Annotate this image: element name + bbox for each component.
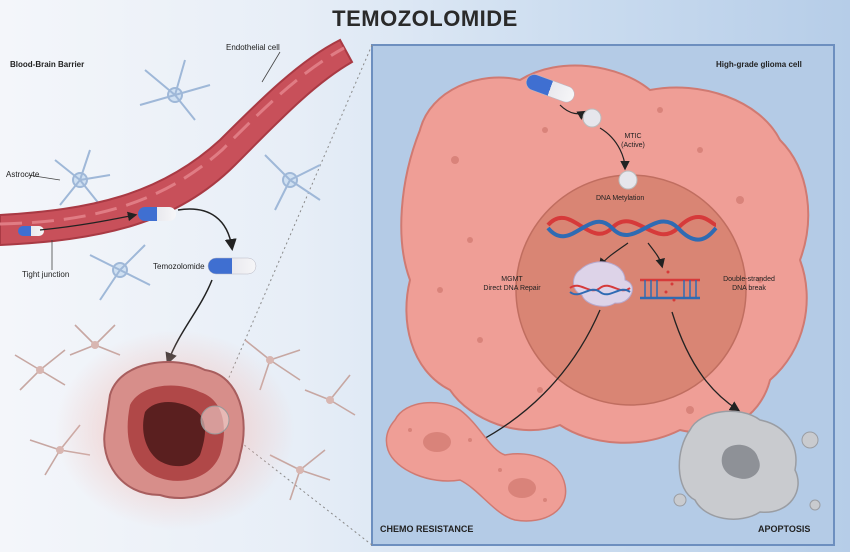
glioma-cell-label: High-grade glioma cell	[716, 60, 802, 69]
dividing-resistant-cells	[385, 401, 567, 522]
apoptosis-label: APOPTOSIS	[758, 524, 811, 534]
tumor-necrosis	[143, 402, 205, 467]
bbb-label: Blood-Brain Barrier	[10, 60, 85, 69]
chemo-resistance-label: CHEMO RESISTANCE	[380, 524, 474, 534]
apoptotic-cell	[673, 410, 821, 520]
temozolomide-capsule	[207, 257, 257, 275]
page-title: TEMOZOLOMIDE	[332, 6, 518, 31]
astrocyte-label: Astrocyte	[6, 170, 40, 179]
dna-break-illustration	[640, 270, 700, 302]
astrocyte-pointer	[27, 174, 61, 181]
capsule-travel-arrow	[39, 211, 138, 231]
capsule-to-mtic-arrow	[559, 104, 588, 120]
resistance-arrow	[475, 309, 601, 444]
mgmt-repair-illustration	[569, 261, 633, 307]
mtic-label: MTIC (Active)	[618, 132, 648, 150]
mgmt-subtitle: Direct DNA Repair	[483, 285, 541, 292]
dna-methylation-label: DNA Metylation	[596, 195, 645, 202]
mtic-active	[618, 170, 638, 190]
capsule-exit-arrow	[177, 208, 237, 251]
zoom-circle	[200, 405, 230, 435]
blood-vessel	[0, 38, 354, 247]
dsb-label: Double-stranded DNA break	[714, 275, 784, 293]
dna-to-break-arrow	[647, 242, 665, 269]
mtic-subtitle: (Active)	[621, 142, 645, 149]
mtic-intermediate	[582, 108, 602, 128]
dna-strand-blue	[546, 219, 718, 242]
dsb-title: Double-stranded	[723, 276, 775, 283]
mtic-activation-arrow	[599, 127, 630, 171]
mgmt-label: MGMT Direct DNA Repair	[477, 275, 547, 293]
tight-junction-label: Tight junction	[22, 270, 70, 279]
tmz-capsule-cell	[526, 74, 575, 103]
endothelial-label: Endothelial cell	[226, 43, 280, 52]
endothelial-pointer	[261, 51, 281, 83]
capsule-vessel	[138, 207, 176, 221]
mtic-title: MTIC	[624, 133, 642, 140]
mgmt-title: MGMT	[501, 276, 523, 283]
endothelial-lining	[0, 46, 345, 226]
dsb-subtitle: DNA break	[732, 285, 766, 292]
capsule-small	[18, 226, 44, 236]
temozolomide-label: Temozolomide	[153, 262, 205, 271]
apoptosis-arrow	[671, 311, 741, 412]
dna-strand-red	[546, 214, 717, 237]
astrocyte-cells	[54, 59, 321, 301]
